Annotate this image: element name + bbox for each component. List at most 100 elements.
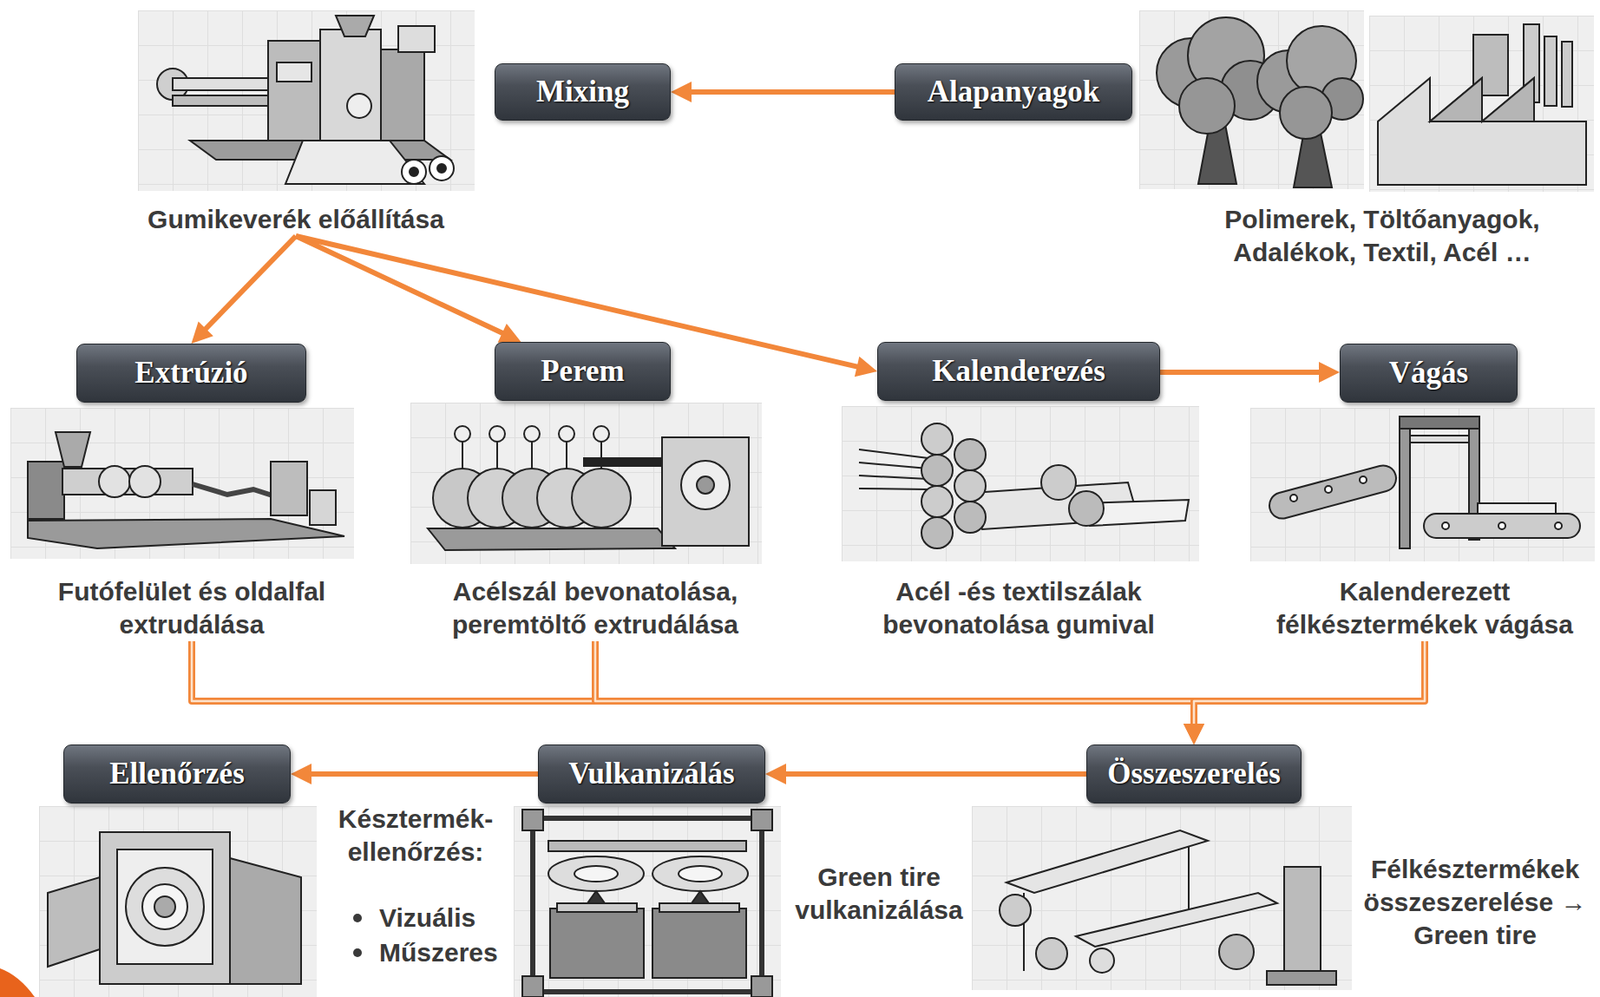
- process-step: AlapanyagokPolimerek, Töltőanyagok, Adal…: [894, 63, 1556, 269]
- step-description: Green tire vulkanizálása: [774, 860, 984, 927]
- calender-machine: [954, 470, 986, 502]
- bead-machine: [410, 402, 762, 564]
- vulcanization-press: [587, 891, 605, 904]
- step-title: Alapanyagok: [927, 74, 1100, 110]
- process-step: PeremAcélszál bevonatolása, peremtöltő e…: [439, 341, 752, 642]
- cutting-machine: [1250, 407, 1595, 562]
- extruder-machine: [129, 465, 161, 498]
- arrow-head: [1318, 361, 1340, 383]
- mixing-machine: [437, 163, 446, 173]
- step-description: Kalenderezett félkésztermékek vágása: [1268, 575, 1581, 642]
- cutting-machine: [1359, 476, 1367, 484]
- flow-arrow: [290, 763, 538, 785]
- mixing-machine: [137, 10, 475, 191]
- vulcanization-press: [513, 806, 781, 997]
- arrow-head: [1183, 723, 1205, 745]
- flow-arrow: [670, 81, 895, 103]
- assembly-machine: [1187, 842, 1190, 911]
- mixing-machine: [429, 156, 454, 181]
- process-box: Alapanyagok: [894, 63, 1133, 121]
- bullet-dot: [353, 913, 362, 923]
- process-step: ÖsszeszerelésFélkésztermékek összeszerel…: [1086, 744, 1593, 952]
- cutting-machine: [1423, 513, 1581, 538]
- trees-icon: [1279, 86, 1332, 139]
- calender-machine: [859, 488, 929, 490]
- bead-machine: [571, 468, 631, 528]
- vulcanization-press: [574, 865, 618, 882]
- vulcanization-press: [751, 809, 773, 831]
- bead-machine: [496, 440, 499, 469]
- extruder-machine: [270, 461, 308, 516]
- arrow-head: [290, 763, 312, 785]
- calender-machine: [859, 462, 929, 469]
- flow-line: [295, 236, 506, 335]
- calender-machine: [921, 423, 953, 455]
- process-box: Mixing: [494, 63, 671, 121]
- flow-line: [595, 641, 1194, 728]
- bead-machine: [565, 440, 568, 469]
- cutting-machine: [1554, 522, 1562, 530]
- step-title: Vágás: [1389, 355, 1469, 391]
- bead-machine: [454, 426, 471, 442]
- flow-line: [307, 771, 538, 777]
- mixing-machine: [335, 15, 374, 37]
- calender-machine: [841, 406, 1200, 562]
- cutting-machine: [1399, 416, 1480, 429]
- extruder-machine: [27, 518, 345, 549]
- calender-machine: [1068, 491, 1104, 526]
- mixing-machine: [380, 49, 425, 141]
- flow-line: [1193, 641, 1425, 728]
- bead-machine: [583, 458, 667, 466]
- vulcanization-press: [548, 856, 644, 892]
- mixing-machine: [137, 10, 475, 191]
- mixing-machine: [276, 62, 312, 82]
- bead-machine: [489, 426, 505, 442]
- vulcanization-press: [751, 976, 773, 997]
- extruder-machine: [309, 490, 336, 525]
- vulcanization-press: [557, 903, 637, 912]
- step-title: Ellenőrzés: [109, 756, 245, 792]
- arrow-head: [1183, 723, 1205, 745]
- vulcanization-press: [548, 840, 747, 852]
- flow-line-inner: [1193, 641, 1425, 728]
- mixing-machine: [172, 95, 269, 106]
- arrow-head: [670, 81, 692, 103]
- step-description: Félkésztermékek összeszerelése → Green t…: [1357, 852, 1593, 952]
- assembly-machine: [1089, 948, 1115, 973]
- assembly-machine: [971, 806, 1352, 991]
- inspection-machine: [39, 806, 317, 997]
- factory-icon: [1561, 41, 1573, 107]
- bead-machine: [410, 402, 762, 564]
- extruder-machine: [10, 407, 355, 559]
- inspection-machine: [47, 877, 100, 967]
- process-step: VágásKalenderezett félkésztermékek vágás…: [1268, 343, 1581, 642]
- flow-line: [687, 89, 895, 95]
- vulcanization-press: [659, 903, 740, 912]
- step-title: Vulkanizálás: [568, 756, 735, 792]
- arrow-head: [191, 321, 214, 344]
- step-description: Vizuális: [379, 901, 527, 935]
- calender-machine: [954, 439, 986, 471]
- arrow-head: [765, 763, 787, 785]
- bead-machine: [662, 437, 749, 546]
- extruder-machine: [98, 465, 131, 498]
- vulcanization-press: [691, 891, 709, 904]
- cutting-machine: [1324, 485, 1332, 493]
- cutting-machine: [1250, 407, 1595, 562]
- step-description: Műszeres: [379, 936, 527, 970]
- flow-line: [781, 771, 1087, 777]
- mixing-machine: [401, 159, 427, 184]
- flow-arrow: [595, 641, 1205, 745]
- step-description: Futófelület és oldalfal extrudálása: [44, 575, 340, 642]
- flow-line: [203, 236, 296, 332]
- process-step: KalenderezésAcél -és textilszálak bevona…: [871, 341, 1167, 642]
- bead-machine: [696, 476, 715, 494]
- calender-machine: [859, 449, 929, 459]
- vulcanization-press: [652, 856, 748, 892]
- cutting-machine: [1399, 426, 1410, 549]
- calender-machine: [921, 517, 953, 549]
- step-description: Acél -és textilszálak bevonatolása gumiv…: [871, 575, 1167, 642]
- flow-line: [191, 641, 1194, 728]
